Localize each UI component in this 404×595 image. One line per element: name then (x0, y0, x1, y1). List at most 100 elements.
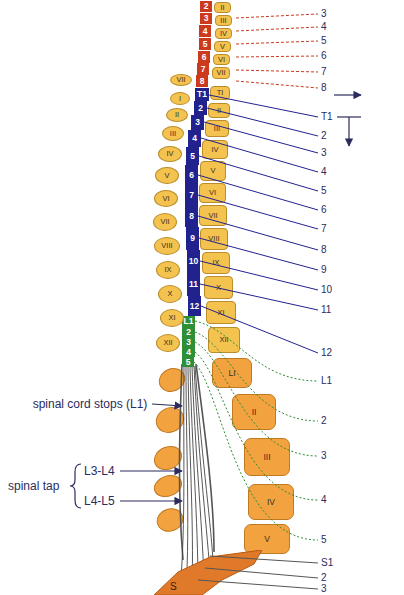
segment-number: 5 (203, 40, 208, 49)
segment-number: 3 (186, 338, 191, 347)
segment-number: T1 (197, 90, 207, 99)
segment-label: 4 (321, 493, 327, 507)
spinous-process: X (158, 285, 182, 303)
segment-number: 6 (189, 171, 194, 180)
lumbar-vertebra: V (244, 524, 290, 554)
vertebra-number: VIII (208, 235, 219, 243)
segment-number: 5 (190, 152, 195, 161)
segment-label: 2 (321, 571, 327, 585)
thoracic-vertebra: XI (206, 301, 236, 324)
vertebra-number: XII (219, 336, 228, 344)
vertebra-number: VII (176, 76, 185, 84)
lumbar-vertebra: IV (248, 484, 294, 520)
segment-label: 9 (321, 263, 327, 277)
thoracic-vertebra: XII (208, 327, 240, 353)
spinous-process: III (162, 126, 184, 141)
segment-label: 5 (321, 34, 327, 48)
cervical-segment: 8 (196, 75, 208, 87)
spinous-process: VIII (154, 237, 180, 255)
cervical-segment: 3 (200, 13, 212, 24)
callout-text: spinal tap (8, 479, 59, 494)
vertebra-number: LI (228, 369, 235, 378)
thoracic-segment: T1 (195, 88, 209, 101)
vertebra-number: V (264, 535, 270, 544)
vertebra-number: III (170, 130, 176, 138)
thoracic-segment: 9 (186, 227, 199, 250)
thoracic-segment: 4 (188, 130, 201, 147)
vertebra-number: IV (220, 30, 227, 38)
thoracic-vertebra: VIII (200, 228, 228, 250)
cervical-segment: 5 (199, 38, 211, 50)
spinous-process: V (155, 167, 179, 184)
vertebra-number: V (164, 172, 169, 180)
segment-number: L1 (184, 317, 194, 326)
lumbar-segment: 2 (182, 327, 195, 337)
thoracic-vertebra: VI (199, 183, 226, 203)
segment-label: 3 (321, 449, 327, 463)
segment-number: 8 (189, 212, 194, 221)
sacrum-bone: S (150, 550, 265, 595)
cervical-vertebra: IV (215, 28, 232, 39)
vertebra-number: I (179, 95, 181, 103)
segment-number: 9 (190, 234, 195, 243)
cervical-vertebra: III (215, 15, 232, 26)
segment-number: 7 (201, 65, 206, 74)
segment-number: 3 (195, 118, 200, 127)
lumbar-segment: 5 (182, 357, 194, 367)
segment-label: 2 (321, 129, 327, 143)
cervical-segment: 7 (197, 63, 209, 75)
vertebra-number: IX (164, 266, 171, 274)
segment-label: 8 (321, 243, 327, 257)
thoracic-segment: 7 (185, 185, 198, 205)
spinous-process: I (170, 92, 190, 105)
thoracic-segment: 8 (185, 205, 198, 227)
segment-label: 3 (321, 582, 327, 595)
spinous-process: VII (153, 213, 177, 231)
vertebra-number: VI (218, 56, 225, 64)
vertebra-number: XII (163, 339, 172, 347)
lumbar-vertebra: II (232, 394, 276, 430)
vertebra-number: II (175, 111, 179, 119)
vertebra-number: II (217, 107, 221, 115)
vertebra-number: V (210, 167, 215, 175)
vertebra-number: VII (216, 69, 225, 77)
thoracic-vertebra: IX (202, 252, 230, 274)
thoracic-segment: 3 (191, 115, 204, 130)
sacrum-outline (150, 550, 265, 595)
lumbar-vertebra: III (244, 438, 290, 476)
segment-label: 10 (321, 283, 332, 297)
thoracic-vertebra: TI (210, 86, 230, 100)
segment-number: 8 (200, 77, 205, 86)
cervical-segment: 4 (199, 25, 211, 37)
lumbar-vertebra: LI (212, 358, 252, 388)
spinous-process: IV (158, 146, 182, 162)
segment-label: 5 (321, 184, 327, 198)
segment-label: 2 (321, 414, 327, 428)
vertebra-number: XI (217, 309, 224, 317)
segment-number: 2 (204, 2, 209, 11)
thoracic-segment: 10 (187, 250, 200, 273)
thoracic-segment: 6 (185, 165, 198, 185)
vertebra-number: XI (168, 314, 175, 322)
level-callout: L3-L4 (84, 464, 115, 479)
vertebra-number: X (167, 290, 172, 298)
spinous-process: II (166, 108, 188, 122)
segment-label: 4 (321, 165, 327, 179)
segment-label: 8 (321, 81, 327, 95)
segment-label: 6 (321, 49, 327, 63)
thoracic-segment: 2 (194, 101, 207, 115)
thoracic-vertebra: II (208, 103, 230, 118)
callout-text: spinal cord stops (L1) (28, 397, 152, 412)
spinous-process: VI (154, 190, 178, 207)
vertebra-number: II (252, 408, 257, 417)
thoracic-vertebra: IV (202, 140, 228, 159)
vertebra-number: VII (160, 218, 169, 226)
segment-label: 11 (321, 303, 331, 317)
segment-label: 3 (321, 146, 327, 160)
segment-number: 12 (190, 302, 199, 311)
segment-label: 5 (321, 533, 327, 547)
segment-number: 11 (189, 280, 198, 289)
cervical-segment: 6 (198, 51, 210, 63)
segment-number: 4 (192, 134, 197, 143)
vertebra-number: IX (212, 259, 219, 267)
